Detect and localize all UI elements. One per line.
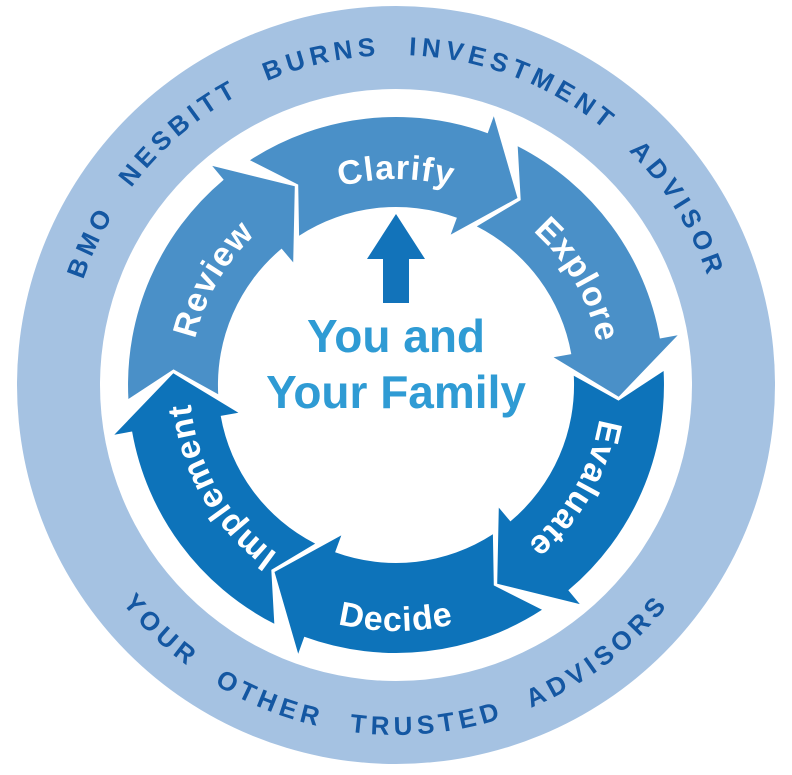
arrow-clarify: [250, 116, 518, 236]
arrow-evaluate: [497, 371, 664, 605]
up-arrow-icon: [367, 214, 425, 303]
center-text-line2: Your Family: [266, 366, 526, 418]
arrow-label-text-decide: Decide: [336, 595, 455, 639]
arrow-review: [128, 165, 295, 399]
arrow-decide: [274, 534, 542, 654]
arrow-implement: [114, 373, 316, 624]
arrow-label-decide: Decide: [336, 595, 456, 639]
center-text-line1: You and: [307, 310, 485, 362]
arrow-explore: [476, 146, 678, 397]
cycle-arrows: ClarifyExploreEvaluateDecideImplementRev…: [114, 116, 678, 654]
